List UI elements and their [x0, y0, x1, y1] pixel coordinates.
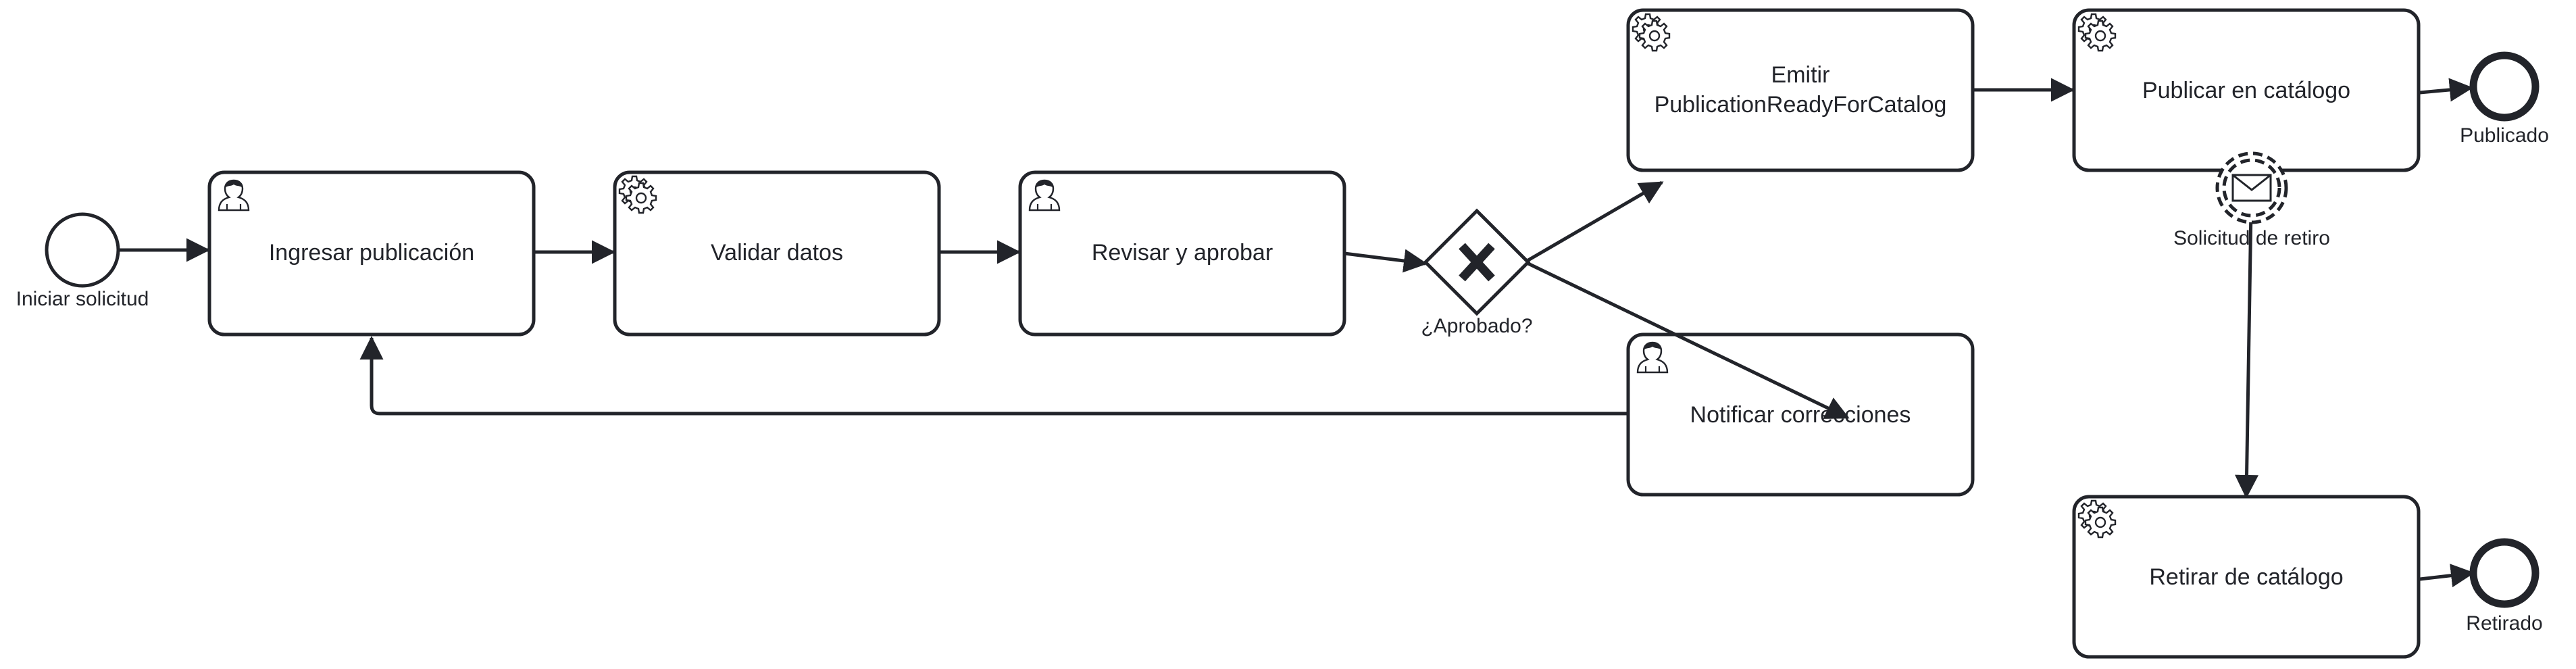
start-event-label: Iniciar solicitud	[16, 288, 149, 310]
flow-publicar-to-published[interactable]	[2419, 78, 2473, 102]
task-label: Notificar correcciones	[1690, 402, 1911, 428]
end-event-withdrawn-label: Retirado	[2466, 612, 2542, 635]
task-label: Validar datos	[711, 240, 843, 266]
gateway-label: ¿Aprobado?	[1421, 315, 1532, 337]
task-label-line1: Emitir	[1771, 62, 1830, 88]
task-emitir-publication-ready[interactable]: Emitir PublicationReadyForCatalog	[1626, 8, 1975, 172]
flow-gateway-to-emitir[interactable]	[1527, 180, 1664, 262]
envelope-icon	[2231, 174, 2272, 202]
flow-notificar-to-ingresar[interactable]	[359, 336, 1628, 416]
task-label: Retirar de catálogo	[2149, 564, 2343, 590]
start-event[interactable]	[45, 212, 120, 288]
end-event-published[interactable]	[2469, 51, 2540, 122]
boundary-event-label: Solicitud de retiro	[2173, 227, 2330, 249]
task-retirar-de-catalogo[interactable]: Retirar de catálogo	[2072, 495, 2421, 659]
task-publicar-en-catalogo[interactable]: Publicar en catálogo	[2072, 8, 2421, 172]
task-label: Revisar y aprobar	[1092, 240, 1273, 266]
task-notificar-correcciones[interactable]: Notificar correcciones	[1626, 332, 1975, 497]
flow-boundary-to-retirar[interactable]	[2235, 209, 2259, 499]
task-revisar-y-aprobar[interactable]: Revisar y aprobar	[1018, 170, 1346, 337]
end-event-published-label: Publicado	[2460, 124, 2549, 147]
gateway-x-icon	[1459, 243, 1495, 282]
task-ingresar-publicacion[interactable]: Ingresar publicación	[207, 170, 536, 337]
user-icon	[1636, 341, 1669, 374]
end-event-withdrawn[interactable]	[2469, 538, 2540, 608]
boundary-message-event[interactable]	[2215, 151, 2288, 224]
sequence-flows	[120, 78, 2475, 588]
flow-revisar-to-gateway[interactable]	[1344, 249, 1428, 273]
task-label-line2: PublicationReadyForCatalog	[1655, 92, 1947, 118]
task-label: Publicar en catálogo	[2142, 78, 2350, 103]
task-label: Ingresar publicación	[269, 240, 474, 266]
flow-retirar-to-withdrawn[interactable]	[2419, 564, 2475, 588]
exclusive-gateway[interactable]	[1423, 208, 1531, 316]
flow-gateway-to-notificar[interactable]	[1527, 262, 1850, 420]
task-validar-datos[interactable]: Validar datos	[613, 170, 941, 337]
